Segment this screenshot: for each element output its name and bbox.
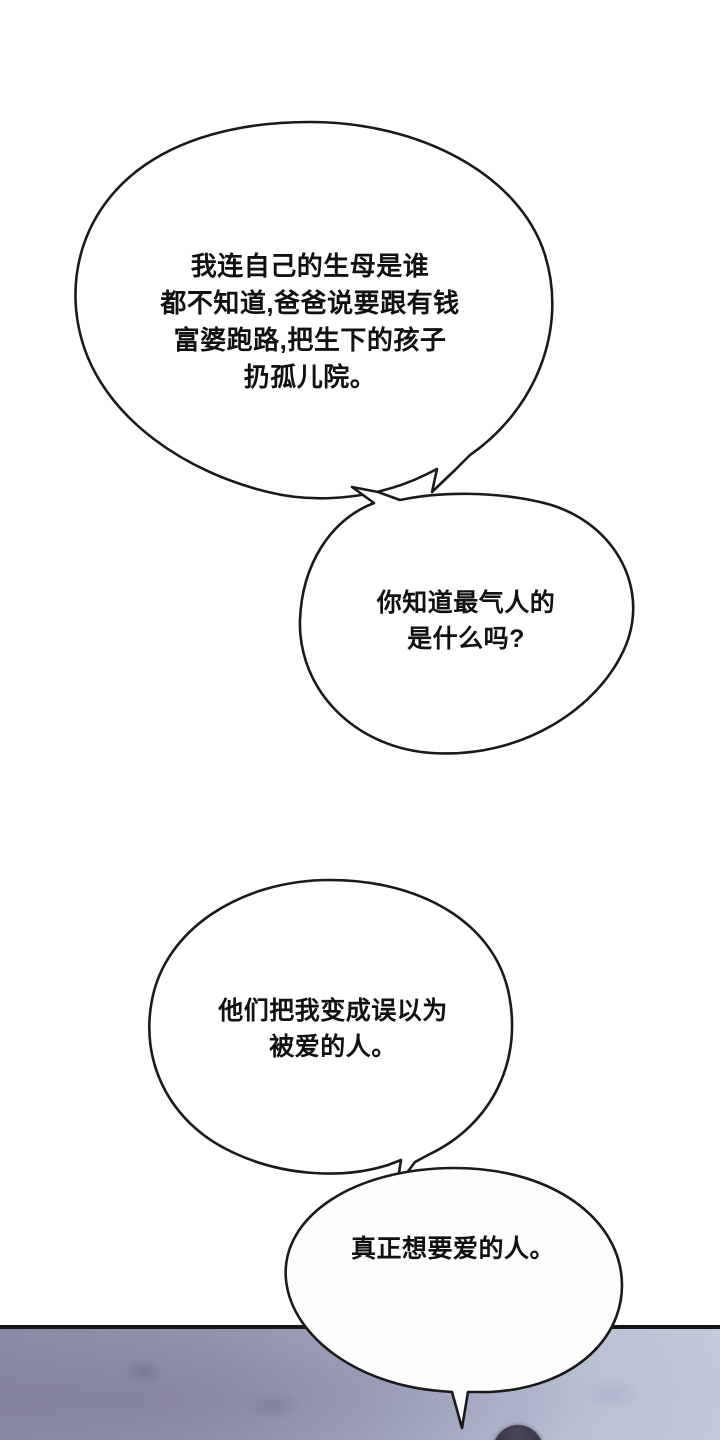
bottom-art-panel: [0, 1325, 720, 1440]
panel-top-border: [0, 1325, 720, 1329]
bubble-4-text: 真正想要爱的人。: [350, 1235, 555, 1263]
bubble-2-text: 你知道最气人的 是什么吗?: [376, 589, 556, 653]
panel-texture-overlay: [0, 1325, 720, 1440]
bubble-3-text: 他们把我变成误以为 被爱的人。: [218, 997, 448, 1061]
bubble-1-text: 我连自己的生母是谁 都不知道,爸爸说要跟有钱 富婆跑路,把生下的孩子 扔孤儿院。: [160, 251, 460, 392]
